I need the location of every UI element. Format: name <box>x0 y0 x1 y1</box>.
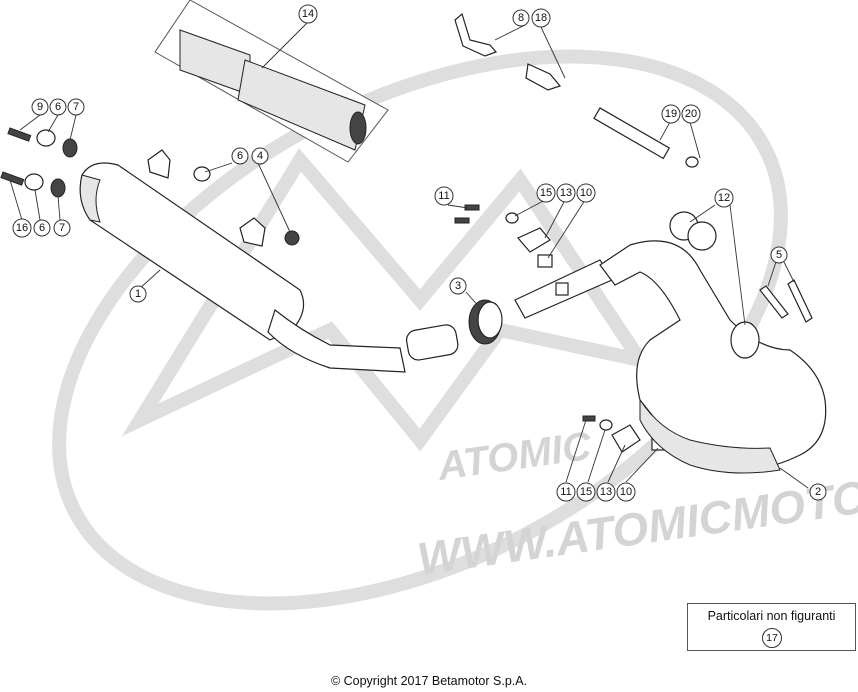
svg-text:6: 6 <box>237 150 243 162</box>
callout-18: 18 <box>531 8 551 28</box>
svg-text:9: 9 <box>37 101 43 113</box>
callout-3: 3 <box>449 277 467 295</box>
svg-text:6: 6 <box>39 222 45 234</box>
svg-text:12: 12 <box>718 192 730 204</box>
svg-text:5: 5 <box>776 249 782 261</box>
svg-text:4: 4 <box>257 150 263 162</box>
svg-text:2: 2 <box>815 486 821 498</box>
left-hardware-parts <box>0 127 300 246</box>
muffler-packing-part <box>154 0 389 163</box>
silencer-part <box>79 149 459 373</box>
svg-text:19: 19 <box>665 108 677 120</box>
callout-20: 20 <box>681 104 701 124</box>
callout-11b: 11 <box>556 482 576 502</box>
callout-6a: 6 <box>49 98 67 116</box>
callout-6c: 6 <box>33 219 51 237</box>
legend-box: Particolari non figuranti 17 <box>687 603 856 651</box>
svg-text:11: 11 <box>438 190 449 202</box>
callout-19: 19 <box>661 104 681 124</box>
svg-text:18: 18 <box>535 12 547 24</box>
svg-text:13: 13 <box>600 486 612 498</box>
seal-part <box>468 299 503 345</box>
leader-lines <box>9 21 809 489</box>
svg-text:15: 15 <box>580 486 592 498</box>
callout-13a: 13 <box>556 183 576 203</box>
svg-text:3: 3 <box>455 280 461 292</box>
callout-8: 8 <box>512 9 530 27</box>
callout-9: 9 <box>31 98 49 116</box>
callout-15b: 15 <box>576 482 596 502</box>
callout-10b: 10 <box>616 482 636 502</box>
svg-text:13: 13 <box>560 187 572 199</box>
svg-text:11: 11 <box>560 486 571 498</box>
callout-10a: 10 <box>576 183 596 203</box>
svg-text:16: 16 <box>16 222 28 234</box>
springs-part <box>759 279 813 323</box>
callout-15a: 15 <box>536 183 556 203</box>
svg-text:7: 7 <box>59 222 65 234</box>
header-pipe-part <box>599 211 827 474</box>
callout-7b: 7 <box>53 219 71 237</box>
svg-text:15: 15 <box>540 187 552 199</box>
callout-12: 12 <box>714 188 734 208</box>
vent-hose-part <box>454 12 699 168</box>
svg-text:20: 20 <box>685 108 697 120</box>
svg-text:7: 7 <box>73 101 79 113</box>
svg-text:10: 10 <box>620 486 632 498</box>
callout-2: 2 <box>809 483 827 501</box>
legend-label: Particolari non figuranti <box>707 609 836 623</box>
svg-text:1: 1 <box>135 288 141 300</box>
svg-text:6: 6 <box>55 101 61 113</box>
callout-11a: 11 <box>434 186 454 206</box>
copyright-text: © Copyright 2017 Betamotor S.p.A. <box>330 674 528 688</box>
svg-text:10: 10 <box>580 187 592 199</box>
callout-14: 14 <box>298 4 318 24</box>
watermark-logo-text: ATOMIC <box>434 424 595 489</box>
callout-4: 4 <box>251 147 269 165</box>
svg-text:14: 14 <box>302 8 314 20</box>
mid-hardware-parts <box>454 204 667 453</box>
callout-1: 1 <box>129 285 147 303</box>
callout-7a: 7 <box>67 98 85 116</box>
svg-text:8: 8 <box>518 12 524 24</box>
callout-13b: 13 <box>596 482 616 502</box>
callout-5: 5 <box>770 246 788 264</box>
legend-number: 17 <box>762 628 782 648</box>
callout-16: 16 <box>12 218 32 238</box>
callout-6b: 6 <box>231 147 249 165</box>
